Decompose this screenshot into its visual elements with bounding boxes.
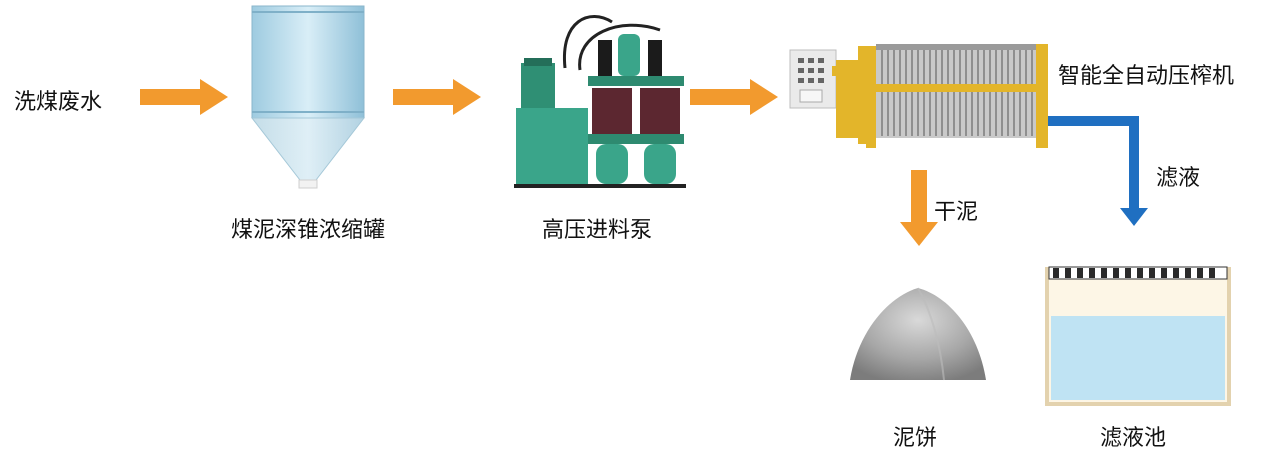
feed-pump-image [514, 17, 686, 188]
filtrate-pool-label: 滤液池 [1100, 420, 1166, 452]
arrow-input-to-tank [140, 79, 228, 115]
filtrate-pool-image [1047, 267, 1229, 404]
pump-label: 高压进料泵 [542, 212, 652, 244]
mud-cake-image [850, 288, 986, 380]
filtrate-label: 滤液 [1156, 160, 1200, 192]
filter-press-image [790, 44, 1048, 148]
press-label: 智能全自动压榨机 [1058, 58, 1234, 90]
arrow-press-to-pool [1046, 121, 1148, 226]
mud-cake-label: 泥饼 [893, 420, 937, 452]
arrow-pump-to-press [690, 79, 778, 115]
dry-mud-label: 干泥 [934, 194, 978, 226]
arrow-press-to-cake [900, 170, 938, 246]
thickener-tank-image [252, 6, 364, 188]
arrow-tank-to-pump [393, 79, 481, 115]
thickener-label: 煤泥深锥浓缩罐 [231, 212, 385, 244]
input-label: 洗煤废水 [14, 84, 102, 116]
